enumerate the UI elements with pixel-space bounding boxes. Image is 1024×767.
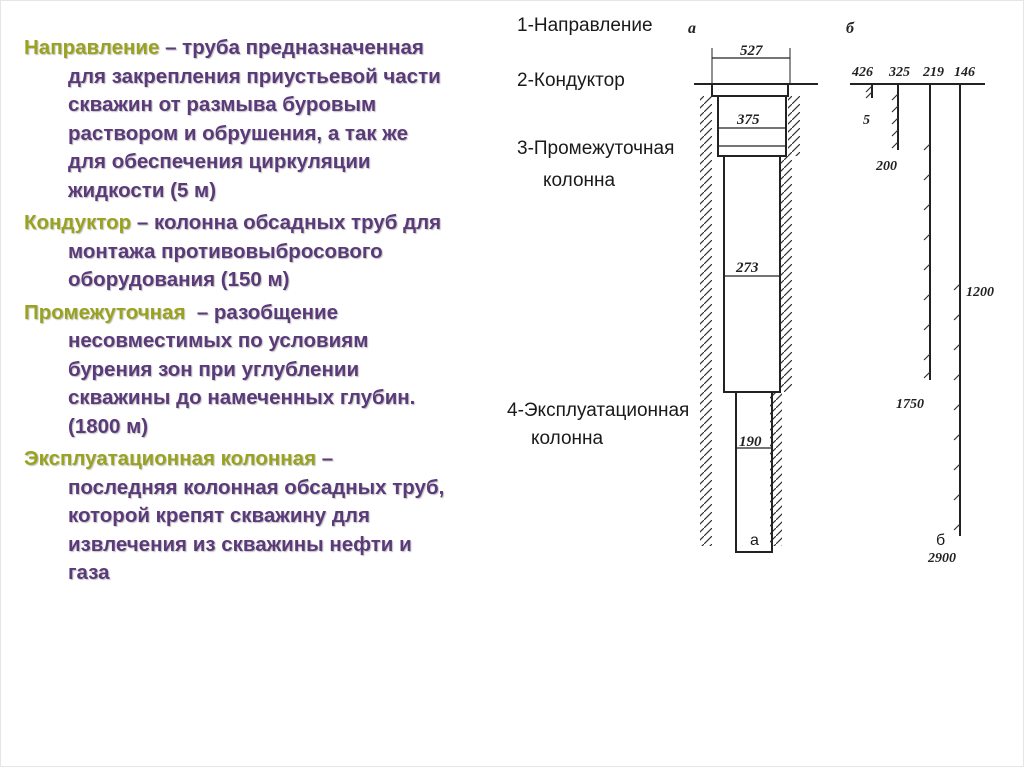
diagram-b-letter: б — [846, 20, 855, 37]
line: жидкости (5 м) — [68, 178, 217, 202]
legend-direction: 1-Направление — [517, 15, 653, 36]
description-text: Направление – труба предназначенная для … — [24, 34, 494, 592]
hatch-right-mid — [780, 156, 792, 392]
depth-5: 5 — [863, 113, 870, 128]
line: раствором и обрушения, а так же — [68, 121, 408, 145]
depth-1750: 1750 — [896, 397, 924, 412]
hatch-right-top — [788, 96, 800, 156]
diagram-a-bottom-label: а — [750, 532, 759, 549]
diagram-a: 527 375 273 190 а а — [688, 20, 818, 553]
hatch-146 — [953, 283, 961, 531]
legend-production-2: колонна — [531, 428, 604, 449]
dim-527-label: 527 — [740, 43, 763, 59]
term-intermediate: Промежуточная — [24, 300, 186, 324]
legend-conductor: 2-Кондуктор — [517, 70, 625, 91]
line: оборудования (150 м) — [68, 268, 290, 291]
line: газа — [68, 561, 110, 584]
diagram-b: б 426 325 219 146 5 200 — [846, 20, 994, 566]
depth-200: 200 — [875, 159, 897, 174]
paragraph-intermediate: Промежуточная – разобщение несовместимых… — [24, 299, 494, 442]
line: для обеспечения циркуляции — [68, 150, 371, 173]
term-conductor: Кондуктор — [24, 211, 132, 234]
hatch-325 — [891, 93, 899, 149]
line: извлечения из скважины нефти и — [68, 532, 412, 556]
paragraph-direction: Направление – труба предназначенная для … — [24, 34, 494, 205]
line: которой крепят скважину для — [68, 504, 370, 527]
diagram-b-bottom-label: б — [936, 532, 945, 549]
term-direction: Направление — [24, 36, 160, 59]
legend-intermediate-2: колонна — [543, 170, 616, 191]
hatch-219 — [923, 143, 931, 379]
production-casing — [735, 391, 773, 553]
paragraph-conductor: Кондуктор – колонна обсадных труб для мо… — [24, 209, 494, 295]
hatch-tick — [865, 91, 873, 99]
line: монтажа противовыбросового — [68, 239, 383, 263]
paragraph-production: Эксплуатационная колонная – последняя ко… — [24, 445, 494, 588]
diameter-146: 146 — [954, 65, 975, 80]
line: скважин от размыва буровым — [68, 93, 377, 116]
dim-190-label: 190 — [739, 434, 762, 450]
depth-1200: 1200 — [966, 285, 994, 300]
diameter-426: 426 — [851, 65, 873, 80]
diameter-219: 219 — [922, 65, 944, 80]
hatch-tick — [865, 85, 873, 93]
legend-production: 4-Эксплуатационная — [507, 400, 690, 421]
line: (1800 м) — [68, 414, 149, 438]
legend-intermediate: 3-Промежуточная — [517, 138, 675, 159]
line: несовместимых по условиям — [68, 329, 369, 352]
line: последняя колонная обсадных труб, — [68, 475, 445, 499]
dim-273-label: 273 — [735, 260, 759, 276]
line: бурения зон при углублении — [68, 357, 360, 381]
term-production: Эксплуатационная колонная — [24, 447, 317, 470]
line: для закрепления приустьевой части — [68, 64, 441, 88]
depth-2900: 2900 — [927, 551, 956, 566]
hatch-left — [700, 96, 712, 546]
diagram-a-letter: а — [688, 20, 696, 37]
diameter-325: 325 — [888, 65, 910, 80]
direction-casing — [711, 83, 789, 97]
dim-375-label: 375 — [736, 112, 760, 128]
line: скважины до намеченных глубин. — [68, 386, 416, 409]
